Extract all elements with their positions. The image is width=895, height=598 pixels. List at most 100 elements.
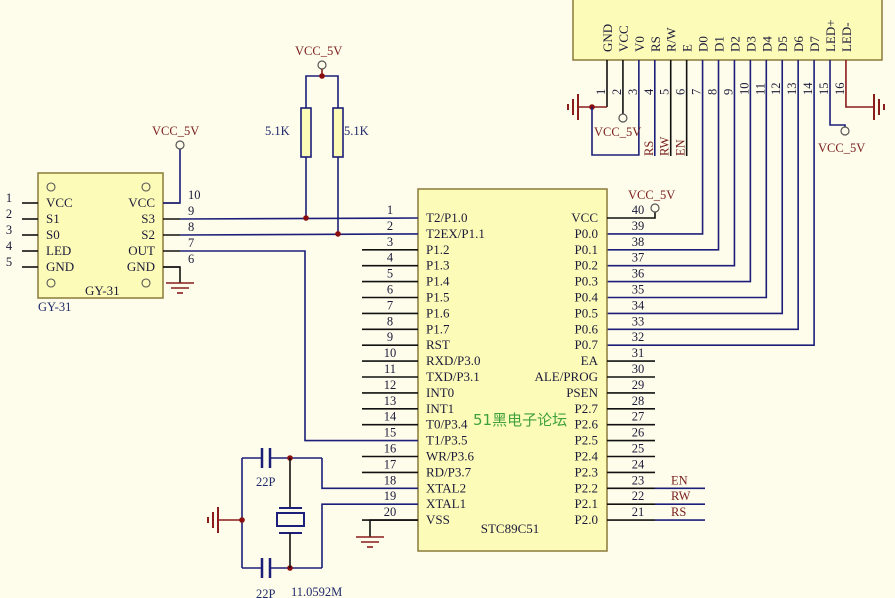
data-bus-wire-d5 [607, 60, 784, 315]
mcu-vcc-pin [607, 212, 656, 219]
mcu-pin-number: 17 [384, 457, 397, 471]
sensor-pin-label: S2 [141, 227, 155, 242]
resistor-icon [332, 107, 344, 158]
sensor-pin-number: 10 [188, 188, 201, 202]
mcu-pin-label: P2.4 [575, 449, 599, 464]
sensor-pin-number: 7 [188, 236, 194, 250]
mcu-pin-label: T0/P3.4 [426, 417, 468, 432]
mcu-pin-label: P0.4 [575, 290, 599, 305]
data-bus-wire-d4 [607, 60, 768, 299]
capacitor-value: 22P [256, 587, 276, 598]
s3-wire [179, 217, 419, 220]
mcu-pin-number: 13 [384, 394, 397, 408]
lcd-pin-label: D4 [759, 36, 774, 52]
lcd-pin-label: LED- [839, 22, 854, 52]
power-port-icon [175, 140, 185, 150]
mcu-pin-label: RST [426, 337, 450, 352]
lcd-pin-label: D1 [712, 36, 727, 52]
sensor-pin-number: 2 [6, 207, 12, 221]
power-label: VCC_5V [295, 44, 342, 58]
lcd-pin-number: 3 [626, 89, 640, 95]
lcd-pin-number: 15 [817, 83, 831, 96]
mcu-pin-number: 28 [632, 394, 645, 408]
sensor-name: GY-31 [85, 283, 120, 298]
lcd-pin-label: RS [648, 36, 663, 52]
lcd-pin-label: D0 [696, 36, 711, 52]
mcu-pin-label: RXD/P3.0 [426, 353, 481, 368]
mcu-pin-number: 22 [632, 489, 645, 503]
sensor-pin-number: 1 [6, 191, 12, 205]
lcd-pin-label: GND [600, 24, 615, 52]
mcu-pin-number: 12 [384, 378, 397, 392]
lcd-pin-label: V0 [632, 36, 647, 52]
mcu-pin-label: P2.1 [575, 496, 598, 511]
mcu-pin-label: P1.7 [426, 321, 450, 336]
mcu-pin-label: P1.5 [426, 290, 449, 305]
junction-dot [303, 215, 309, 221]
mcu-pin-label: P1.4 [426, 274, 450, 289]
mcu-pin-number: 27 [632, 410, 645, 424]
junction-dot [239, 517, 245, 523]
capacitor-value: 22P [256, 475, 276, 489]
lcd-pin-label: D3 [743, 36, 758, 52]
mcu-pin-label: P0.5 [575, 305, 598, 320]
sensor-pin-number: 5 [6, 255, 12, 269]
mcu-pin-number: 8 [387, 314, 393, 328]
mcu-pin-number: 39 [632, 219, 645, 233]
lcd-pin-number: 5 [658, 89, 672, 95]
led-plus-wire [829, 60, 846, 127]
mcu-pin-number: 18 [384, 473, 397, 487]
mcu-pin-number: 6 [387, 283, 393, 297]
mcu-pin-label: P2.0 [575, 512, 598, 527]
mcu-pin-number: 19 [384, 489, 397, 503]
sensor-pin-label: S3 [141, 211, 155, 226]
mcu-pin-label: INT0 [426, 385, 454, 400]
sensor-pin-number: 3 [6, 223, 12, 237]
sensor-pin-label: S0 [46, 227, 60, 242]
mcu-part-name: STC89C51 [481, 521, 540, 536]
mcu-pin-number: 2 [387, 219, 393, 233]
mcu-pin-number: 29 [632, 378, 645, 392]
mcu-pin-number: 9 [387, 330, 393, 344]
mcu-pin-number: 5 [387, 267, 393, 281]
mcu-pin-label: XTAL1 [426, 496, 466, 511]
mcu-pin-label: P1.6 [426, 305, 450, 320]
mcu-pin-label: INT1 [426, 401, 454, 416]
mcu-pin-number: 23 [632, 473, 645, 487]
mcu-pin-label: VSS [426, 512, 450, 527]
mcu-pin-label: RD/P3.7 [426, 464, 472, 479]
out-wire [180, 250, 418, 442]
mcu-pin-label: P2.3 [575, 464, 598, 479]
net-label-rs: RS [642, 141, 656, 156]
net-label-rs: RS [671, 505, 686, 519]
mcu-pin-number: 16 [384, 442, 397, 456]
xtal1-wire [321, 503, 418, 568]
mcu-pin-number: 38 [632, 235, 645, 249]
mcu-pin-label: T1/P3.5 [426, 433, 468, 448]
power-port-icon [840, 126, 850, 136]
lcd-pin-label: D7 [807, 36, 822, 52]
v0-wire [591, 60, 640, 156]
mcu-pin-number: 36 [632, 267, 645, 281]
lcd-pin-number: 14 [801, 82, 815, 95]
mcu-pin-number: 1 [387, 203, 393, 217]
mcu-pin-label: P1.2 [426, 242, 449, 257]
lcd-pin-number: 11 [753, 83, 767, 95]
sensor-pin-label: OUT [128, 243, 155, 258]
watermark-text: 51黑电子论坛 [473, 411, 567, 429]
power-label: VCC_5V [628, 188, 675, 202]
mcu-pin-label: P2.7 [575, 401, 599, 416]
mcu-pin-label: P2.5 [575, 433, 598, 448]
resistor-icon [300, 107, 312, 158]
lcd-pin-number: 1 [594, 89, 608, 95]
junction-dot [335, 231, 341, 237]
mcu-pin-number: 35 [632, 283, 645, 297]
mcu-pin-number: 33 [632, 314, 645, 328]
power-label: VCC_5V [152, 124, 199, 138]
mcu-pin-number: 26 [632, 426, 645, 440]
lcd-pin-number: 13 [785, 83, 799, 96]
sensor-pin-label: GND [46, 259, 74, 274]
mcu-pin-label: P1.3 [426, 258, 449, 273]
mcu-pin-number: 11 [384, 362, 396, 376]
